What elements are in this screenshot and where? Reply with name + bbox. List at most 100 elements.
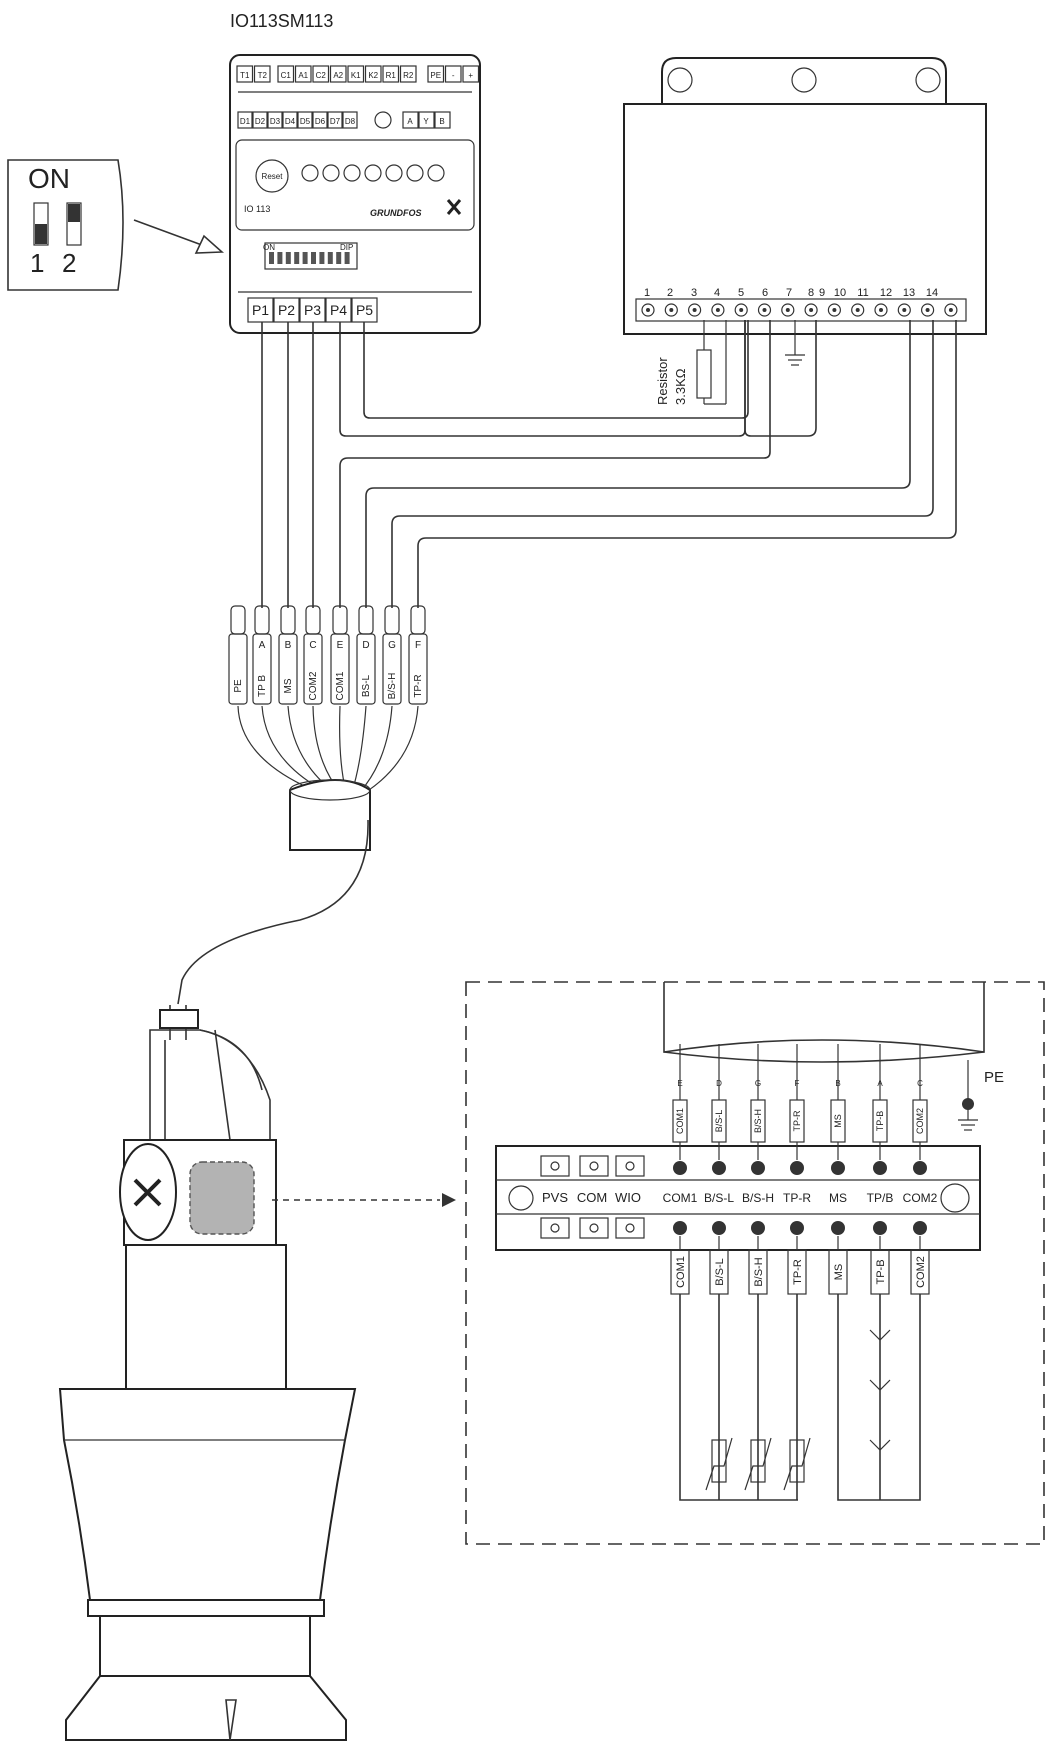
terminal-screw[interactable]	[827, 303, 842, 317]
port-label: P3	[304, 302, 321, 318]
aux-terminal[interactable]	[615, 1155, 645, 1177]
terminal-screw[interactable]	[873, 1161, 887, 1175]
top-terminal-label: C2	[316, 71, 327, 80]
terminal-screw[interactable]	[790, 1221, 804, 1235]
terminal-screw[interactable]	[831, 1221, 845, 1235]
top-terminal[interactable]	[444, 65, 462, 83]
top-terminal[interactable]	[399, 65, 417, 83]
terminal-screw[interactable]	[790, 1161, 804, 1175]
terminal-screw[interactable]	[804, 303, 818, 317]
mid-terminal[interactable]	[312, 111, 328, 129]
reset-button[interactable]	[255, 159, 289, 193]
mid-terminal[interactable]	[418, 111, 435, 129]
wire-letter: G	[388, 640, 396, 651]
mid-terminal[interactable]	[342, 111, 358, 129]
mid-terminal-label: D5	[300, 117, 311, 126]
dip-lever	[311, 252, 316, 264]
ground-icon	[785, 320, 805, 366]
terminal-number: 1	[644, 287, 650, 299]
terminal-screw[interactable]	[851, 303, 865, 317]
bottom-wire-tag: TP-B	[875, 1259, 887, 1284]
top-wire-tag: TP-R	[792, 1110, 802, 1131]
top-terminal[interactable]	[236, 65, 254, 83]
terminal-screw[interactable]	[913, 1221, 927, 1235]
top-terminal-label: PE	[430, 71, 441, 80]
terminal-screw[interactable]	[711, 303, 725, 317]
aux-terminal[interactable]	[540, 1155, 570, 1177]
wire-ferrule	[305, 605, 321, 635]
terminal-screw[interactable]	[664, 303, 678, 317]
wire-letter: B	[285, 640, 292, 651]
mid-terminal[interactable]	[297, 111, 313, 129]
pe-ground-icon	[958, 1060, 978, 1131]
dip-lever	[285, 252, 291, 264]
terminal-screw[interactable]	[673, 1221, 687, 1235]
top-terminal-label: +	[468, 71, 473, 80]
top-terminal[interactable]	[277, 65, 295, 83]
wire-letter: G	[755, 1079, 761, 1088]
port-label: P1	[252, 302, 269, 318]
wire-letter: D	[362, 640, 369, 651]
top-terminal[interactable]	[427, 65, 445, 83]
aux-terminal[interactable]	[579, 1217, 609, 1239]
dip-switch-1	[33, 202, 49, 246]
port-p2[interactable]	[273, 297, 300, 323]
mid-terminal[interactable]	[434, 111, 451, 129]
top-terminal[interactable]	[294, 65, 312, 83]
terminal-screw[interactable]	[781, 303, 795, 317]
terminal-screw[interactable]	[712, 1161, 726, 1175]
terminal-screw[interactable]	[687, 303, 702, 317]
detail-terminal-label: B/S-L	[704, 1191, 734, 1205]
top-terminal[interactable]	[312, 65, 330, 83]
signal-wires	[261, 320, 957, 608]
top-terminal[interactable]	[253, 65, 271, 83]
terminal-screw[interactable]	[873, 1221, 887, 1235]
wire-ferrule	[384, 605, 400, 635]
top-terminal[interactable]	[329, 65, 347, 83]
terminal-screw[interactable]	[712, 1221, 726, 1235]
wire-letter: B	[835, 1079, 840, 1088]
terminal-number: 10	[834, 287, 846, 299]
terminal-screw[interactable]	[874, 303, 888, 317]
mid-terminal[interactable]	[252, 111, 268, 129]
wire-ferrule	[332, 605, 348, 635]
port-label: P2	[278, 302, 295, 318]
mid-terminal[interactable]	[282, 111, 298, 129]
terminal-screw[interactable]	[673, 1161, 687, 1175]
top-terminal[interactable]	[364, 65, 382, 83]
terminal-screw[interactable]	[897, 303, 911, 317]
terminal-screw[interactable]	[734, 303, 748, 317]
wire-sleeve	[382, 633, 402, 705]
port-p1[interactable]	[247, 297, 274, 323]
dip-switch-block[interactable]	[264, 242, 358, 270]
terminal-screw[interactable]	[913, 1161, 927, 1175]
aux-terminal[interactable]	[579, 1155, 609, 1177]
mid-terminal[interactable]	[237, 111, 253, 129]
terminal-screw[interactable]	[751, 1161, 765, 1175]
terminal-screw[interactable]	[920, 303, 935, 317]
terminal-screw[interactable]	[641, 303, 655, 317]
terminal-number: 7	[786, 287, 792, 299]
top-terminal[interactable]	[382, 65, 400, 83]
model-label: IO 113	[244, 204, 270, 214]
top-terminal[interactable]	[462, 65, 480, 83]
mid-terminal[interactable]	[327, 111, 343, 129]
mid-terminal[interactable]	[402, 111, 419, 129]
terminal-screw[interactable]	[757, 303, 772, 317]
detail-terminal-label: MS	[829, 1191, 847, 1205]
mid-terminal[interactable]	[267, 111, 283, 129]
terminal-screw[interactable]	[831, 1161, 845, 1175]
detail-arrow-icon	[442, 1193, 456, 1207]
port-p4[interactable]	[325, 297, 352, 323]
wire-letter: A	[877, 1079, 883, 1088]
brand-logo: GRUNDFOS	[370, 208, 422, 218]
aux-terminal[interactable]	[540, 1217, 570, 1239]
aux-terminal[interactable]	[615, 1217, 645, 1239]
bottom-wire-tag: B/S-H	[753, 1257, 765, 1286]
terminal-screw[interactable]	[944, 303, 958, 317]
terminal-screw[interactable]	[751, 1221, 765, 1235]
top-terminal[interactable]	[347, 65, 365, 83]
top-terminal-label: A1	[298, 71, 308, 80]
